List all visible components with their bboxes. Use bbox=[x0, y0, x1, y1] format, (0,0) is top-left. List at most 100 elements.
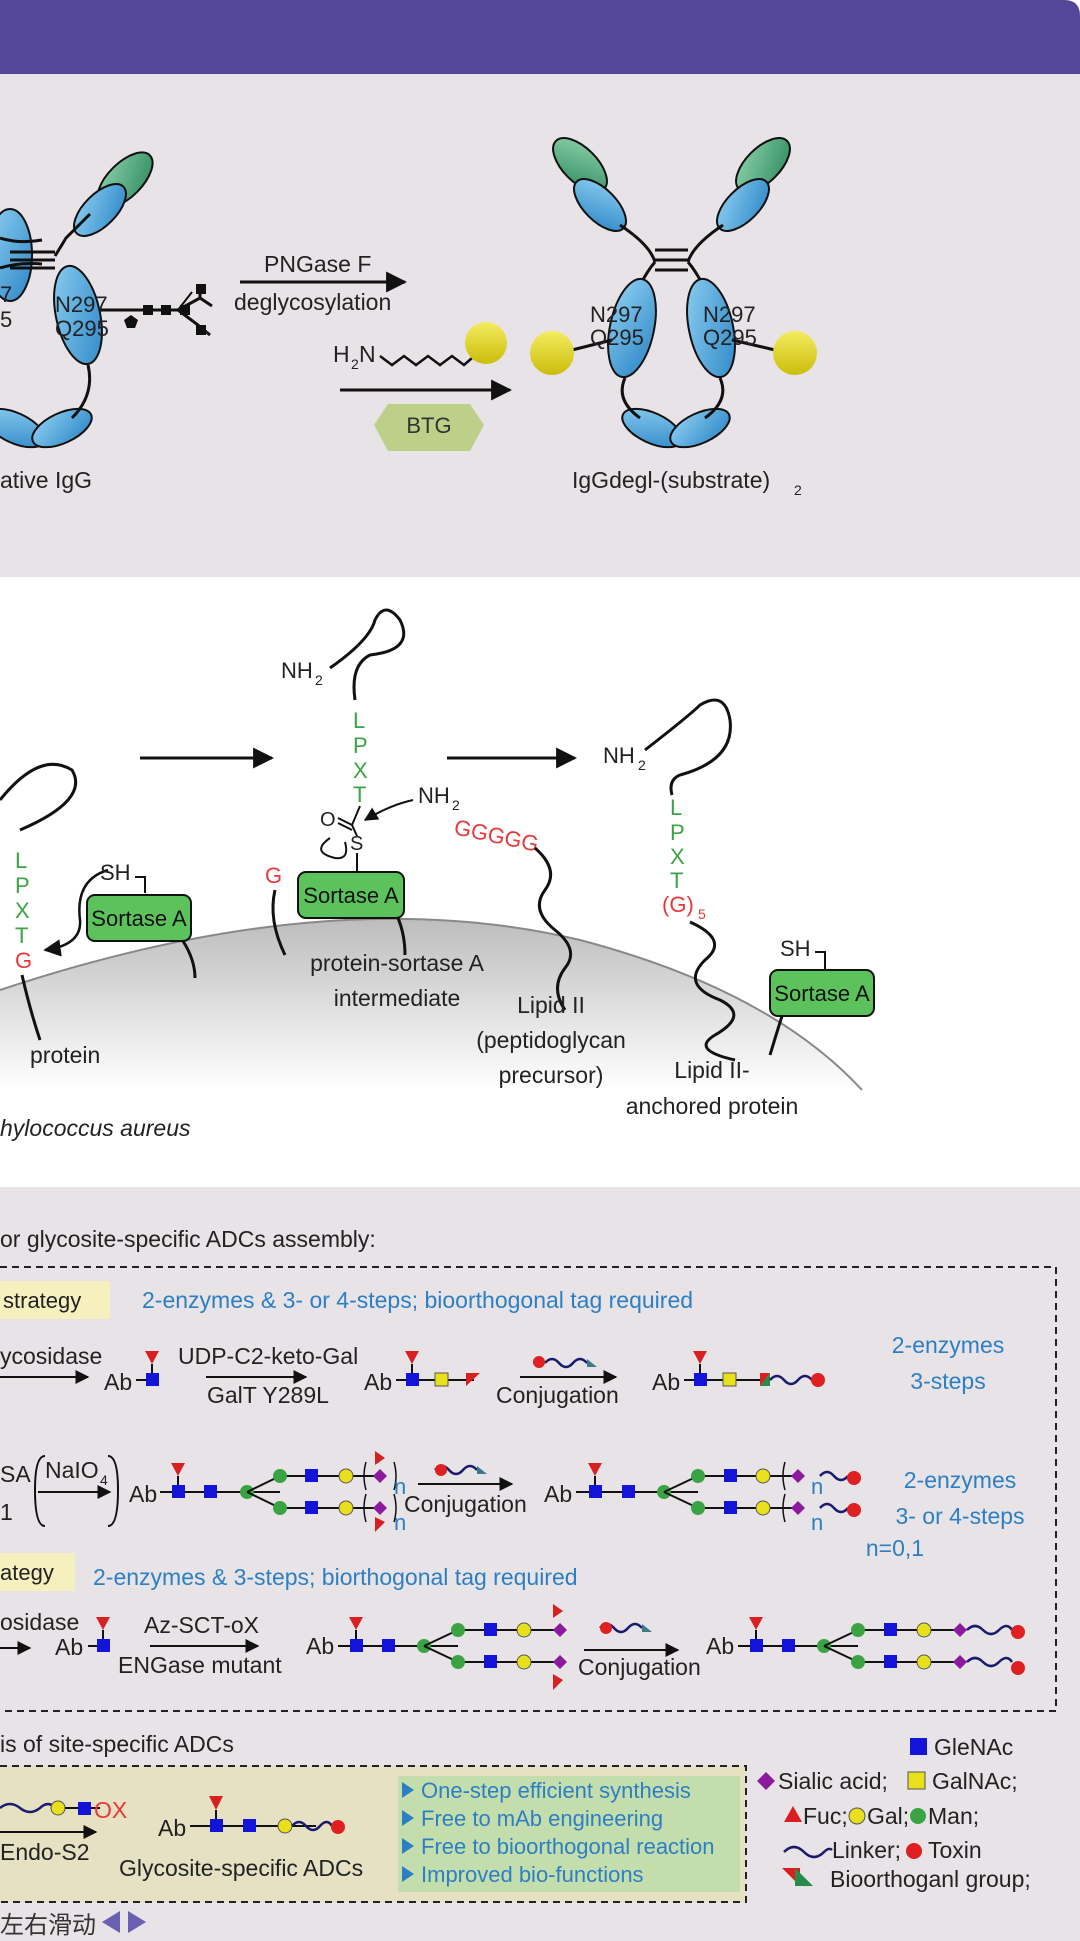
legend-man: Man; bbox=[928, 1803, 979, 1829]
strategy2-desc: 2-enzymes & 3-steps; biorthogonal tag re… bbox=[93, 1564, 578, 1590]
right-t: T bbox=[670, 868, 683, 893]
product-label-sub: 2 bbox=[794, 482, 802, 498]
sialic-acid-icon bbox=[757, 1772, 775, 1790]
row2-ab1: Ab bbox=[129, 1481, 157, 1507]
protein-label: protein bbox=[30, 1042, 100, 1068]
row1-note2: 3-steps bbox=[910, 1368, 985, 1394]
glcnac-icon bbox=[910, 1738, 927, 1755]
legend: GleNAc Sialic acid; GalNAc; Fuc; Gal; Ma… bbox=[757, 1734, 1031, 1892]
row2-n4: n bbox=[811, 1510, 823, 1535]
product-antibody bbox=[530, 137, 817, 449]
row2-naio: NaIO bbox=[45, 1457, 99, 1483]
product-q295-right: Q295 bbox=[703, 325, 757, 350]
amine-h: H bbox=[333, 341, 350, 367]
row3-glycan2 bbox=[738, 1617, 1025, 1675]
legend-bio: Bioorthoganl group; bbox=[830, 1866, 1031, 1892]
left-g: G bbox=[15, 948, 32, 973]
row2-n3: n bbox=[811, 1474, 823, 1499]
strategy2-tag-bg bbox=[0, 1553, 75, 1591]
row2-note3: n=0,1 bbox=[866, 1535, 924, 1561]
mid-t: T bbox=[353, 782, 366, 807]
organism-label: hylococcus aureus bbox=[0, 1115, 191, 1141]
row2-sa: SA bbox=[0, 1461, 31, 1487]
legend-galnac: GalNAc; bbox=[932, 1768, 1018, 1794]
substrate-ball bbox=[465, 322, 507, 364]
right-l: L bbox=[670, 795, 682, 820]
benefit-text: One-step efficient synthesis bbox=[421, 1778, 691, 1803]
panel-d-ab: Ab bbox=[158, 1815, 186, 1841]
panel-c-dashed-box bbox=[0, 1266, 1057, 1712]
scroll-left-icon[interactable] bbox=[102, 1911, 120, 1933]
intermediate-line1: protein-sortase A bbox=[310, 950, 485, 976]
scroll-right-icon[interactable] bbox=[128, 1911, 146, 1933]
native-partial-q: 5 bbox=[0, 307, 12, 332]
row1-ab2: Ab bbox=[364, 1369, 392, 1395]
sortase-right-label: Sortase A bbox=[774, 981, 870, 1006]
mid-p: P bbox=[353, 733, 368, 758]
legend-toxin: Toxin bbox=[928, 1837, 982, 1863]
row2-naio-sub: 4 bbox=[100, 1472, 108, 1488]
left-x: X bbox=[15, 898, 30, 923]
header-bar bbox=[0, 0, 1080, 74]
cell-surface bbox=[0, 918, 862, 1090]
native-partial-n: 7 bbox=[0, 282, 12, 307]
strategy1-tag: strategy bbox=[3, 1288, 81, 1313]
benefit-arrow-icon bbox=[402, 1838, 414, 1854]
native-q295: Q295 bbox=[55, 316, 109, 341]
thioester-o: O bbox=[320, 809, 336, 831]
sortase-right bbox=[769, 969, 875, 1017]
legend-gal: Gal; bbox=[867, 1803, 909, 1829]
amine-sub: 2 bbox=[351, 356, 359, 372]
panel-c-title: or glycosite-specific ADCs assembly: bbox=[0, 1226, 376, 1252]
left-t: T bbox=[15, 923, 28, 948]
galnac-icon bbox=[907, 1771, 926, 1790]
right-nh2-sub: 2 bbox=[638, 757, 646, 773]
row1-galt: GalT Y289L bbox=[207, 1382, 329, 1408]
mannose-icon bbox=[910, 1808, 926, 1824]
native-antibody bbox=[0, 151, 213, 449]
right-p: P bbox=[670, 820, 685, 845]
amine-chain bbox=[379, 354, 473, 367]
sortase-mid-label: Sortase A bbox=[303, 883, 399, 908]
mid-nh2-sub: 2 bbox=[315, 672, 323, 688]
toxin-icon bbox=[906, 1843, 922, 1859]
anchored-line2: anchored protein bbox=[626, 1093, 799, 1119]
benefit-box bbox=[398, 1776, 740, 1892]
scroll-hint-text: 左右滑动 bbox=[0, 1910, 96, 1939]
row3-ab3: Ab bbox=[706, 1633, 734, 1659]
fucose-icon bbox=[784, 1806, 802, 1822]
benefit-item: One-step efficient synthesis bbox=[402, 1778, 691, 1803]
benefit-arrow-icon bbox=[402, 1782, 414, 1798]
row2-one: 1 bbox=[0, 1499, 13, 1525]
row1-note1: 2-enzymes bbox=[892, 1332, 1004, 1358]
legend-fuc: Fuc; bbox=[803, 1803, 848, 1829]
benefit-arrow-icon bbox=[402, 1866, 414, 1882]
benefit-list: One-step efficient synthesis Free to mAb… bbox=[402, 1778, 715, 1887]
row2-conjugation: Conjugation bbox=[404, 1491, 527, 1517]
sortase-left bbox=[86, 894, 192, 942]
panel-d-dashed-box bbox=[0, 1765, 747, 1903]
panel-d-title: is of site-specific ADCs bbox=[0, 1731, 234, 1757]
row3-azsct: Az-SCT-oX bbox=[144, 1612, 259, 1638]
row2-note1: 2-enzymes bbox=[904, 1467, 1016, 1493]
right-g5-sub: 5 bbox=[698, 906, 706, 922]
right-g5: (G) bbox=[662, 892, 694, 917]
scroll-hint[interactable]: 左右滑动 bbox=[0, 1904, 146, 1940]
left-p: P bbox=[15, 873, 30, 898]
row1-ab1: Ab bbox=[104, 1369, 132, 1395]
row2-glycan2 bbox=[576, 1461, 861, 1523]
mid-l: L bbox=[353, 708, 365, 733]
row3-conjugation: Conjugation bbox=[578, 1654, 701, 1680]
row3-enzyme: osidase bbox=[0, 1609, 79, 1635]
anchored-line1: Lipid II- bbox=[674, 1057, 749, 1083]
benefit-text: Free to bioorthogonal reaction bbox=[421, 1834, 715, 1859]
row2-note2: 3- or 4-steps bbox=[895, 1503, 1024, 1529]
right-x: X bbox=[670, 844, 685, 869]
benefit-item: Free to mAb engineering bbox=[402, 1806, 663, 1831]
benefit-text: Free to mAb engineering bbox=[421, 1806, 663, 1831]
lipid-line1: Lipid II bbox=[517, 992, 585, 1018]
linker-icon bbox=[783, 1845, 833, 1859]
left-protein-loop bbox=[0, 762, 78, 832]
mid-nh2-attack-sub: 2 bbox=[452, 797, 460, 813]
row3-ab1: Ab bbox=[55, 1634, 83, 1660]
